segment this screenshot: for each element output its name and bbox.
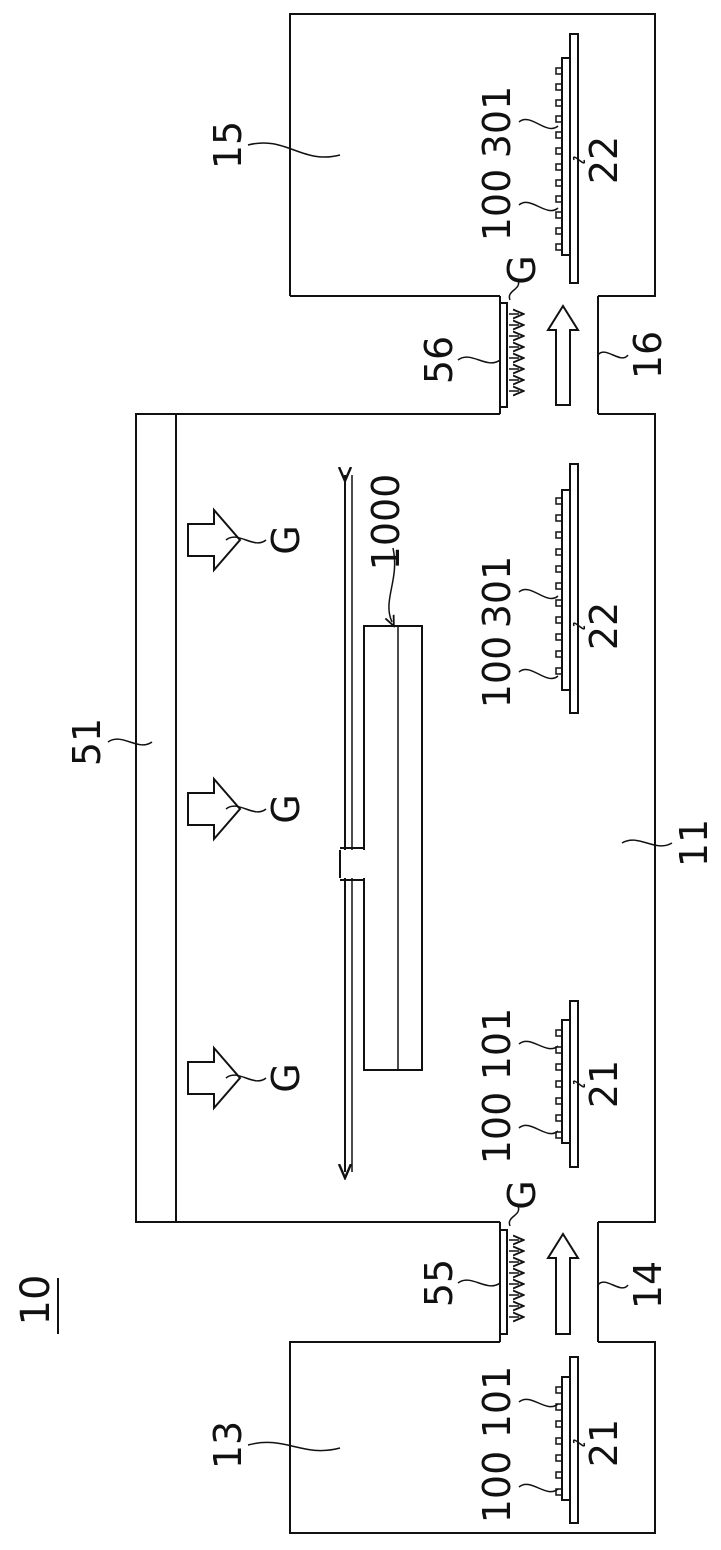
label-1000: 1000	[364, 474, 408, 571]
gas-flow-arrow-1	[188, 510, 240, 570]
gas-flow-arrow-3	[188, 1048, 240, 1108]
gas-nozzle-56	[500, 303, 519, 407]
label-gas-b: G	[264, 794, 308, 823]
figure-number: 10	[13, 1275, 59, 1326]
label-301-top: 301	[475, 86, 519, 159]
leader-15	[248, 143, 340, 157]
label-101-bottom: 101	[475, 1366, 519, 1439]
label-13: 13	[206, 1421, 250, 1469]
transfer-arrow-14	[548, 1234, 578, 1334]
leader-100-bottom	[519, 1484, 558, 1491]
label-56: 56	[417, 336, 461, 384]
print-head-1000	[364, 626, 422, 1070]
leader-101-mid	[519, 1041, 558, 1048]
leader-301-mid	[519, 590, 558, 599]
label-21-mid: 21	[582, 1060, 626, 1108]
leader-100-top	[519, 202, 558, 210]
label-gas-c: G	[264, 1063, 308, 1092]
leader-gas-a	[226, 537, 266, 543]
leader-100-mid	[519, 670, 558, 679]
label-100-top: 100	[475, 169, 519, 242]
leader-51	[108, 739, 152, 745]
leader-16	[598, 352, 628, 358]
label-14: 14	[626, 1261, 670, 1309]
label-15: 15	[206, 121, 250, 169]
gas-flow-arrow-2	[188, 779, 240, 839]
label-100-mid: 100	[475, 636, 519, 709]
label-21-bottom: 21	[582, 1419, 626, 1467]
leader-14	[598, 1282, 628, 1288]
leader-301-top	[519, 120, 558, 129]
label-gas-55: G	[500, 1180, 544, 1209]
label-101-mid: 101	[475, 1008, 519, 1081]
substrate-22-top	[556, 34, 578, 283]
label-gas-a: G	[264, 525, 308, 554]
label-16: 16	[626, 331, 670, 379]
label-22-top: 22	[582, 136, 626, 184]
leader-56	[458, 357, 500, 363]
label-51: 51	[65, 718, 109, 766]
leader-55	[458, 1280, 500, 1286]
leader-101-bottom	[519, 1399, 558, 1406]
leader-gas-c	[226, 1075, 266, 1081]
substrate-21-mid	[556, 1001, 578, 1167]
substrate-22-mid	[556, 464, 578, 713]
label-100-low: 100	[475, 1092, 519, 1165]
gas-nozzle-55	[500, 1230, 519, 1334]
leader-13	[248, 1442, 340, 1450]
leader-gas-b	[226, 806, 266, 812]
leader-100-low	[519, 1125, 558, 1133]
label-100-bottom: 100	[475, 1451, 519, 1524]
label-gas-56: G	[500, 255, 544, 284]
label-301-mid: 301	[475, 556, 519, 629]
label-11: 11	[672, 819, 716, 867]
label-22-mid: 22	[582, 602, 626, 650]
leader-11	[622, 840, 672, 846]
label-55: 55	[417, 1259, 461, 1307]
gantry-rail	[340, 475, 366, 1172]
transfer-arrow-16	[548, 306, 578, 405]
